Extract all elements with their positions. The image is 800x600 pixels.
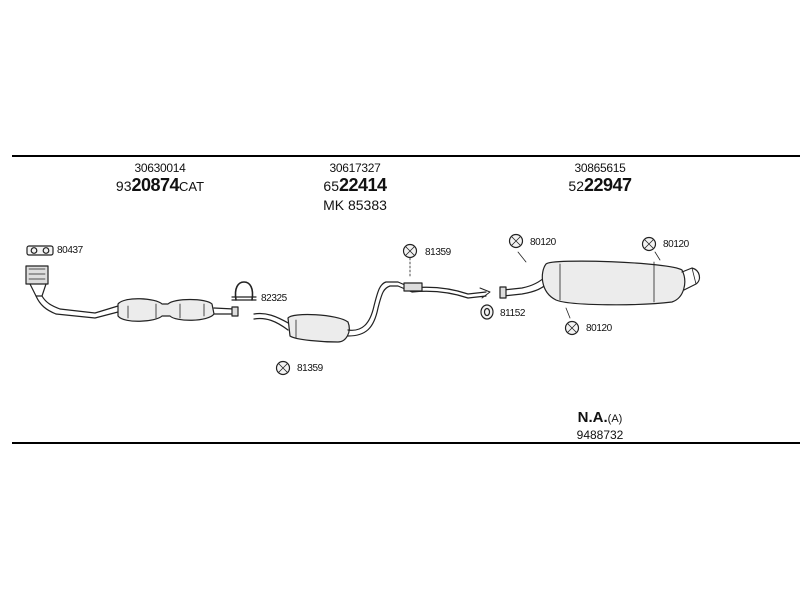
group-middle-number: 22414 <box>339 175 387 195</box>
group-front-suffix: CAT <box>179 179 205 194</box>
rear-hanger-2-icon <box>641 236 661 261</box>
group-front-number: 20874 <box>131 175 180 195</box>
label-clamp: 82325 <box>261 293 287 304</box>
ring-gasket-icon <box>480 304 494 320</box>
rear-hanger-3-icon <box>564 307 580 336</box>
label-ring: 81152 <box>500 308 526 319</box>
label-hanger-low: 81359 <box>297 363 323 374</box>
group-middle-prefix: 65 <box>323 178 339 194</box>
na-note-sub: (A) <box>607 413 623 425</box>
rear-hanger-1-icon <box>508 233 527 263</box>
group-middle-ref: 30617327 <box>329 161 381 175</box>
front-pipe-catalyst-icon <box>55 298 239 322</box>
bottom-divider <box>12 442 800 444</box>
label-gasket-front: 80437 <box>57 245 83 256</box>
group-front-prefix: 93 <box>115 178 132 194</box>
middle-muffler-icon <box>253 281 491 343</box>
group-front-ref: 30630014 <box>134 161 186 175</box>
group-rear-ref: 30865615 <box>574 161 626 175</box>
group-rear-prefix: 52 <box>568 178 584 194</box>
exhaust-manifold-icon <box>25 265 61 315</box>
label-rear-hanger-1: 80120 <box>530 237 556 248</box>
group-front-header: 30630014 9320874CAT <box>100 162 220 195</box>
hanger-mid-icon <box>402 243 418 277</box>
clamp-icon <box>231 281 257 301</box>
group-rear-number: 22947 <box>584 175 632 195</box>
na-note-main: N.A. <box>577 409 608 426</box>
group-middle-header: 30617327 6522414 MK 85383 <box>295 162 415 212</box>
group-middle-mk: MK 85383 <box>323 197 387 213</box>
top-divider <box>12 155 800 157</box>
na-note-number: 9488732 <box>576 428 624 442</box>
rear-muffler-icon <box>499 260 701 306</box>
gasket-front-icon <box>26 245 54 256</box>
label-rear-hanger-2: 80120 <box>663 239 689 250</box>
na-note: N.A.(A) 9488732 <box>560 410 640 441</box>
label-rear-hanger-3: 80120 <box>586 323 612 334</box>
hanger-low-icon <box>275 360 291 376</box>
group-rear-header: 30865615 5222947 <box>540 162 660 195</box>
label-hanger-mid: 81359 <box>425 247 451 258</box>
